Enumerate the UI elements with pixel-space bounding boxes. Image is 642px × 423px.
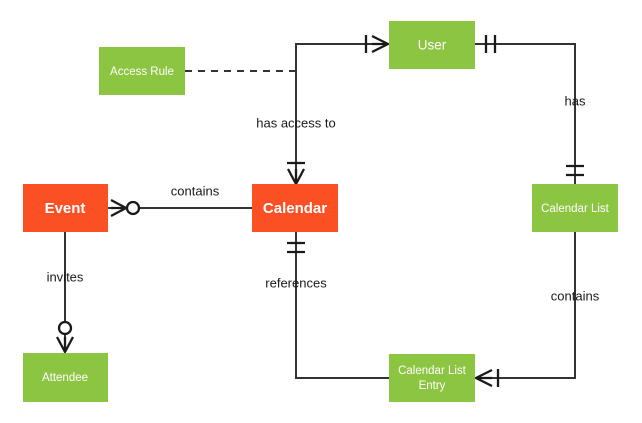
crowsfoot-tick-icon xyxy=(475,368,500,388)
crowsfoot-circle-icon xyxy=(110,198,141,218)
rel-label-contains-list-entry: contains xyxy=(551,288,600,303)
edge-user-calendar-list xyxy=(475,43,576,184)
entity-calendar[interactable]: Calendar xyxy=(252,184,338,232)
rel-label-contains-event-calendar: contains xyxy=(171,183,220,198)
entity-access-rule-label: Access Rule xyxy=(110,66,174,78)
entity-user-label: User xyxy=(418,38,447,53)
rel-label-has: has xyxy=(565,93,586,108)
double-tick-icon xyxy=(287,241,305,254)
edge-calendar-list-entry xyxy=(475,232,576,379)
double-tick-icon xyxy=(484,35,497,53)
entity-calendar-list-entry-label-line2: Entry xyxy=(419,380,446,392)
entity-calendar-list-label: Calendar List xyxy=(541,203,610,215)
double-tick-icon xyxy=(566,164,584,177)
entity-event-box[interactable] xyxy=(23,184,108,232)
edge-calendar-user xyxy=(295,43,389,184)
entity-calendar-list[interactable]: Calendar List xyxy=(532,184,618,232)
entity-access-rule[interactable]: Access Rule xyxy=(99,47,185,95)
rel-label-invites: invites xyxy=(47,269,84,284)
entity-event-label: Event xyxy=(45,200,86,217)
entity-calendar-box[interactable] xyxy=(252,184,338,232)
edge-calendar-references-entry xyxy=(295,232,389,379)
rel-label-has-access-to: has access to xyxy=(256,115,336,130)
entity-user[interactable]: User xyxy=(389,21,475,69)
entity-calendar-list-box[interactable] xyxy=(532,184,618,232)
cardinality-markers-layer xyxy=(55,34,584,388)
entity-attendee-label: Attendee xyxy=(42,372,88,384)
relationship-labels-layer: has access to contains invites has conta… xyxy=(47,93,600,303)
crowsfoot-tick-icon xyxy=(364,34,389,54)
entities-layer: Access Rule User Event Calendar Calendar… xyxy=(23,21,618,402)
entity-user-box[interactable] xyxy=(389,21,475,69)
entity-attendee-box[interactable] xyxy=(23,353,108,402)
entity-attendee[interactable]: Attendee xyxy=(23,353,108,402)
crowsfoot-tick-icon xyxy=(286,161,306,185)
entity-calendar-label: Calendar xyxy=(263,200,327,217)
entity-event[interactable]: Event xyxy=(23,184,108,232)
entity-calendar-list-entry-box[interactable] xyxy=(389,354,475,402)
entity-calendar-list-entry-label-line1: Calendar List xyxy=(398,365,467,377)
crowsfoot-circle-icon xyxy=(55,320,75,353)
rel-label-references: references xyxy=(265,275,327,290)
entity-access-rule-box[interactable] xyxy=(99,47,185,95)
entity-calendar-list-entry[interactable]: Calendar List Entry xyxy=(389,354,475,402)
